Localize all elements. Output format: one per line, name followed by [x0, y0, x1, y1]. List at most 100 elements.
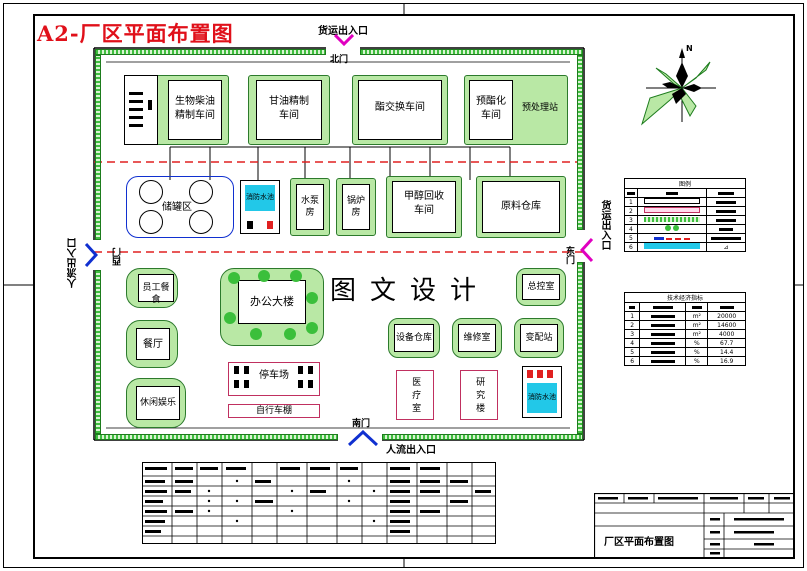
tech-table-row [623, 302, 746, 312]
methanol-label: 甲醇回收车间 [404, 191, 444, 216]
hedge-west-top [95, 55, 101, 240]
fire-pool-water [245, 185, 275, 211]
parking-label: 停车场 [259, 370, 289, 381]
bio-diesel-annex [124, 75, 158, 145]
tech-table-row: 5%14.4 [623, 347, 746, 357]
research-label: 研究楼 [474, 377, 485, 416]
fire-pool-2-block-3 [547, 370, 553, 378]
raw-storage-building: 原料仓库 [482, 181, 560, 233]
hedge-south-right [382, 434, 583, 440]
title-block [594, 493, 795, 559]
research-building: 研究楼 [460, 370, 498, 420]
substation-label: 变配站 [525, 333, 553, 343]
north-gate-cargo-label: 货运出入口 [318, 26, 368, 37]
medical-label: 医疗室 [410, 377, 421, 416]
tank-area-label: 储罐区 [162, 202, 192, 213]
bio-diesel-label: 生物柴油精制车间 [175, 96, 215, 121]
fire-pool-block-2 [267, 221, 273, 229]
hedge-east-top [577, 55, 583, 230]
legend-row: 1 [624, 197, 746, 207]
legend-row: 2 [624, 206, 746, 216]
fire-pool-2-building: 消防水池 [522, 366, 562, 418]
fire-pool-building: 消防水池 [240, 180, 280, 234]
south-gate-arrow-icon [348, 430, 378, 446]
pretreat-building: 预酯化车间 [469, 80, 513, 140]
fire-pool-block-1 [247, 221, 253, 229]
wind-rose-icon [641, 48, 716, 126]
parking-lot: 停车场 [228, 362, 320, 396]
esterification-label: 酯交换车间 [375, 102, 425, 113]
north-gate-arrow-icon [334, 34, 354, 46]
bike-shed-label: 自行车棚 [255, 406, 292, 416]
fire-pool-label: 消防水池 [246, 193, 274, 201]
legend-row: 4 [624, 224, 746, 234]
legend-title: 图例 [624, 178, 746, 189]
oil-refine-label: 甘油精制车间 [269, 96, 309, 121]
south-gate-label: 南门 [352, 419, 371, 429]
office-trees [224, 270, 318, 340]
bike-shed: 自行车棚 [228, 404, 320, 418]
methanol-building: 甲醇回收车间 [392, 181, 456, 233]
office-building: 办公大楼 [238, 280, 306, 324]
boiler-room-label: 锅炉房 [346, 196, 365, 219]
east-gate-label: 东门 [564, 246, 574, 264]
tech-table-row: 4%67.7 [623, 338, 746, 348]
canteen-building: 餐厅 [136, 328, 170, 360]
office-label: 办公大楼 [250, 295, 294, 308]
canteen-label: 餐厅 [143, 339, 163, 350]
equipment-store-label: 设备仓库 [395, 333, 432, 343]
tank-area: 储罐区 [126, 176, 234, 238]
pump-room-label: 水泵房 [300, 196, 319, 219]
drawing-title: A2-厂区平面布置图 [37, 21, 234, 46]
tank-4 [189, 210, 213, 234]
raw-storage-label: 原料仓库 [501, 201, 541, 212]
recreation-label: 休闲娱乐 [139, 398, 176, 408]
parking-cars-icon [234, 366, 313, 388]
drawing-inner-frame [33, 14, 795, 559]
control-room-building: 总控室 [522, 274, 560, 300]
equipment-store-building: 设备仓库 [394, 324, 434, 352]
compass-north-label: N [686, 44, 693, 53]
esterification-building: 酯交换车间 [358, 80, 442, 140]
tech-table-title: 技术经济指标 [624, 292, 746, 303]
east-gate-arrow-icon [580, 238, 594, 262]
tank-1 [139, 180, 163, 204]
hedge-west-bottom [95, 270, 101, 434]
fire-pool-2-water [527, 383, 557, 413]
tank-3 [139, 210, 163, 234]
fire-pool-2-block-1 [527, 370, 533, 378]
legend-row [624, 188, 746, 198]
staff-canteen-label: 员工餐食 [142, 283, 170, 306]
fire-pool-2-block-2 [537, 370, 543, 378]
watermark-text: 图文设计 [330, 276, 491, 306]
recreation-building: 休闲娱乐 [136, 386, 180, 420]
pretreat-station-label: 预处理站 [521, 103, 558, 113]
medical-building: 医疗室 [396, 370, 434, 420]
pretreat-label: 预酯化车间 [476, 96, 506, 121]
legend-table: 图例 1 2 3 4 5 6 ⊿ [624, 178, 746, 252]
south-gate-people-label: 人流出入口 [386, 445, 436, 456]
bio-diesel-building: 生物柴油精制车间 [168, 80, 222, 140]
substation-building: 变配站 [520, 324, 558, 352]
legend-row: 5 [624, 233, 746, 243]
repair-room-building: 维修室 [458, 324, 496, 352]
hedge-east-bottom [577, 262, 583, 434]
fire-pool-2-label: 消防水池 [528, 393, 556, 401]
legend-row: 6 ⊿ [624, 242, 746, 252]
tank-2 [189, 180, 213, 204]
equipment-bars-icon [129, 92, 152, 127]
staff-canteen-building: 员工餐食 [138, 274, 174, 305]
tech-table-row: 6%16.9 [623, 356, 746, 366]
repair-room-label: 维修室 [463, 333, 491, 343]
title-block-drawing-name: 厂区平面布置图 [604, 537, 674, 548]
equipment-schedule-table [142, 462, 496, 544]
west-gate-arrow-icon [84, 243, 98, 267]
boiler-room-building: 锅炉房 [342, 184, 370, 230]
west-gate-label: 西门 [113, 248, 123, 266]
north-gate-label: 北门 [330, 55, 349, 65]
control-room-label: 总控室 [527, 282, 555, 292]
